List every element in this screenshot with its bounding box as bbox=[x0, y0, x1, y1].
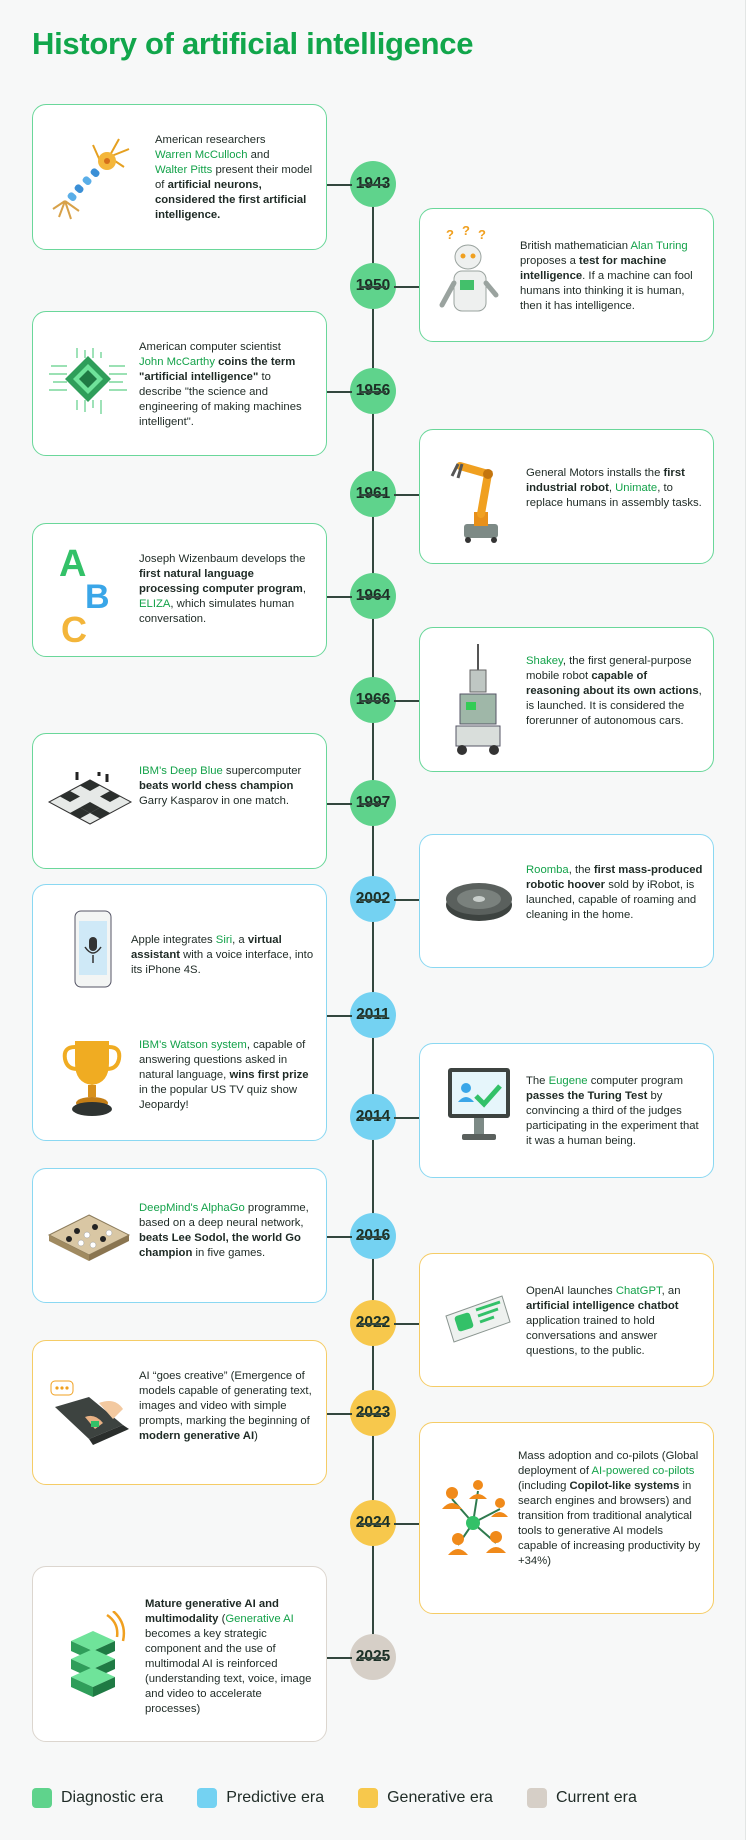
event-card-2024: Mass adoption and co-pilots (Global depl… bbox=[419, 1422, 714, 1614]
year-2025: 2025 bbox=[326, 1634, 396, 1680]
event-card-2014: The Eugene computer program passes the T… bbox=[419, 1043, 714, 1178]
svg-text:C: C bbox=[61, 609, 87, 648]
year-2002: 2002 bbox=[350, 876, 420, 922]
legend-swatch-current bbox=[526, 1788, 547, 1808]
chess-board-icon bbox=[47, 772, 133, 825]
svg-text:?: ? bbox=[478, 227, 486, 242]
year-1950: 1950 bbox=[350, 263, 420, 309]
event-card-2016: DeepMind's AlphaGo programme, based on a… bbox=[32, 1168, 327, 1303]
monitor-check-icon bbox=[448, 1068, 510, 1140]
legend-label-generative: Generative era bbox=[387, 1789, 493, 1806]
year-1966: 1966 bbox=[350, 677, 420, 723]
legend-swatch-generative bbox=[358, 1788, 379, 1808]
go-board-icon bbox=[47, 1214, 131, 1261]
event-card-1961: General Motors installs the first indust… bbox=[419, 429, 714, 564]
network-people-icon bbox=[442, 1480, 508, 1555]
event-text-1950: British mathematician Alan Turing propos… bbox=[520, 240, 693, 312]
event-text-1961: General Motors installs the first indust… bbox=[526, 467, 702, 509]
event-text-1964: Joseph Wizenbaum develops the first natu… bbox=[139, 553, 306, 625]
year-1997: 1997 bbox=[326, 780, 396, 826]
svg-text:?: ? bbox=[446, 227, 454, 242]
year-2011: 2011 bbox=[326, 992, 396, 1038]
event-text-2023: AI “goes creative” (Emergence of models … bbox=[139, 1370, 312, 1442]
robot-icon: ? ? ? bbox=[439, 225, 499, 312]
year-1964: 1964 bbox=[326, 573, 396, 619]
year-1956: 1956 bbox=[326, 368, 396, 414]
event-text-2011: Apple integrates Siri, a virtual assista… bbox=[131, 934, 314, 976]
event-text-2024: Mass adoption and co-pilots (Global depl… bbox=[518, 1450, 701, 1567]
year-1943: 1943 bbox=[326, 161, 396, 207]
laptop-hands-icon bbox=[50, 1380, 129, 1445]
event-card-2002: Roomba, the first mass-produced robotic … bbox=[419, 834, 714, 968]
event-text-2022: OpenAI launches ChatGPT, an artificial i… bbox=[526, 1285, 681, 1357]
event-card-2023: AI “goes creative” (Emergence of models … bbox=[32, 1340, 327, 1485]
event-text-2016: DeepMind's AlphaGo programme, based on a… bbox=[139, 1202, 309, 1259]
year-1961: 1961 bbox=[350, 471, 420, 517]
year-2014: 2014 bbox=[350, 1094, 420, 1140]
legend-label-predictive: Predictive era bbox=[226, 1789, 325, 1806]
legend-item-current: Current era bbox=[526, 1788, 637, 1808]
year-2024: 2024 bbox=[350, 1500, 420, 1546]
year-2023: 2023 bbox=[326, 1390, 396, 1436]
year-2016: 2016 bbox=[326, 1213, 396, 1259]
legend: Diagnostic era Predictive era Generative… bbox=[32, 1788, 671, 1808]
legend-item-generative: Generative era bbox=[358, 1788, 493, 1808]
robot-arm-icon bbox=[450, 462, 498, 543]
svg-text:B: B bbox=[85, 578, 110, 616]
smartphone-icon bbox=[74, 910, 112, 988]
roomba-icon bbox=[446, 883, 512, 921]
event-card-1964: A B C Joseph Wizenbaum develops the firs… bbox=[32, 523, 327, 657]
shakey-robot-icon bbox=[455, 644, 501, 755]
event-card-1950: ? ? ? British mathematician Alan Turing … bbox=[419, 208, 714, 342]
chat-bubble-icon bbox=[445, 1295, 511, 1343]
svg-text:?: ? bbox=[462, 225, 470, 238]
legend-label-current: Current era bbox=[555, 1789, 637, 1806]
event-card-1966: Shakey, the first general-purpose mobile… bbox=[419, 627, 714, 772]
abc-letters-icon: A B C bbox=[59, 543, 110, 648]
svg-text:A: A bbox=[59, 543, 86, 585]
event-card-2022: OpenAI launches ChatGPT, an artificial i… bbox=[419, 1253, 714, 1387]
legend-label-diagnostic: Diagnostic era bbox=[61, 1789, 164, 1806]
year-2022: 2022 bbox=[350, 1300, 420, 1346]
event-card-2011: Apple integrates Siri, a virtual assista… bbox=[32, 884, 327, 1141]
neuron-icon bbox=[52, 138, 130, 220]
legend-item-diagnostic: Diagnostic era bbox=[32, 1788, 163, 1808]
trophy-icon bbox=[62, 1041, 122, 1116]
event-text-1966: Shakey, the first general-purpose mobile… bbox=[526, 655, 702, 727]
event-text-1997: IBM's Deep Blue supercomputer beats worl… bbox=[139, 765, 302, 807]
event-text-2025: Mature generative AI and multimodality (… bbox=[145, 1598, 312, 1715]
legend-swatch-diagnostic bbox=[32, 1788, 52, 1808]
chip-icon bbox=[49, 348, 127, 414]
event-text-2014: The Eugene computer program passes the T… bbox=[526, 1075, 699, 1147]
legend-swatch-predictive bbox=[197, 1788, 218, 1808]
event-card-2025: Mature generative AI and multimodality (… bbox=[32, 1566, 327, 1742]
event-card-1956: American computer scientist John McCarth… bbox=[32, 311, 327, 456]
server-stack-icon bbox=[71, 1611, 126, 1697]
event-card-1997: IBM's Deep Blue supercomputer beats worl… bbox=[32, 733, 327, 869]
event-text-1956: American computer scientist John McCarth… bbox=[139, 341, 302, 428]
event-text-2002: Roomba, the first mass-produced robotic … bbox=[526, 864, 703, 921]
legend-item-predictive: Predictive era bbox=[197, 1788, 324, 1808]
page-title: History of artificial intelligence bbox=[32, 26, 474, 61]
event-text-2011b: IBM's Watson system, capable of answerin… bbox=[139, 1039, 309, 1111]
